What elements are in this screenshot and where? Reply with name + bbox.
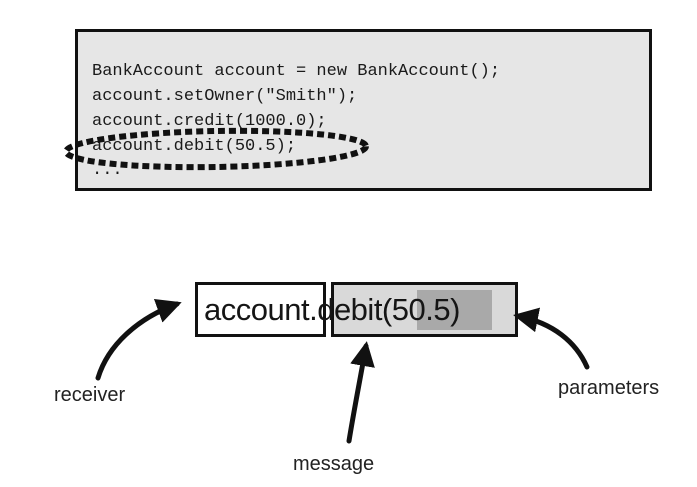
receiver-box xyxy=(195,282,326,337)
expression-message: debit( xyxy=(317,292,392,327)
message-label: message xyxy=(293,453,375,475)
code-line-ellipsis: ... xyxy=(92,161,123,180)
code-line: account.credit(1000.0); xyxy=(92,112,327,131)
parameters-arrow xyxy=(513,307,590,370)
code-line: account.setOwner("Smith"); xyxy=(92,87,358,106)
code-line-highlighted: account.debit(50.5); xyxy=(92,137,297,156)
expression-dot: . xyxy=(309,292,318,327)
code-listing-box: BankAccount account = new BankAccount();… xyxy=(75,29,652,191)
code-line: BankAccount account = new BankAccount(); xyxy=(92,62,501,81)
parameters-label: parameters xyxy=(558,377,660,399)
expression-close-paren: ) xyxy=(450,292,460,327)
message-expression: account.debit(50.5) xyxy=(204,292,460,328)
receiver-arrow xyxy=(95,299,182,381)
expression-parameter: 50.5 xyxy=(391,292,451,327)
message-arrow xyxy=(346,341,375,444)
receiver-label: receiver xyxy=(54,384,126,406)
parameter-highlight xyxy=(417,290,492,330)
expression-receiver: account xyxy=(204,292,310,327)
